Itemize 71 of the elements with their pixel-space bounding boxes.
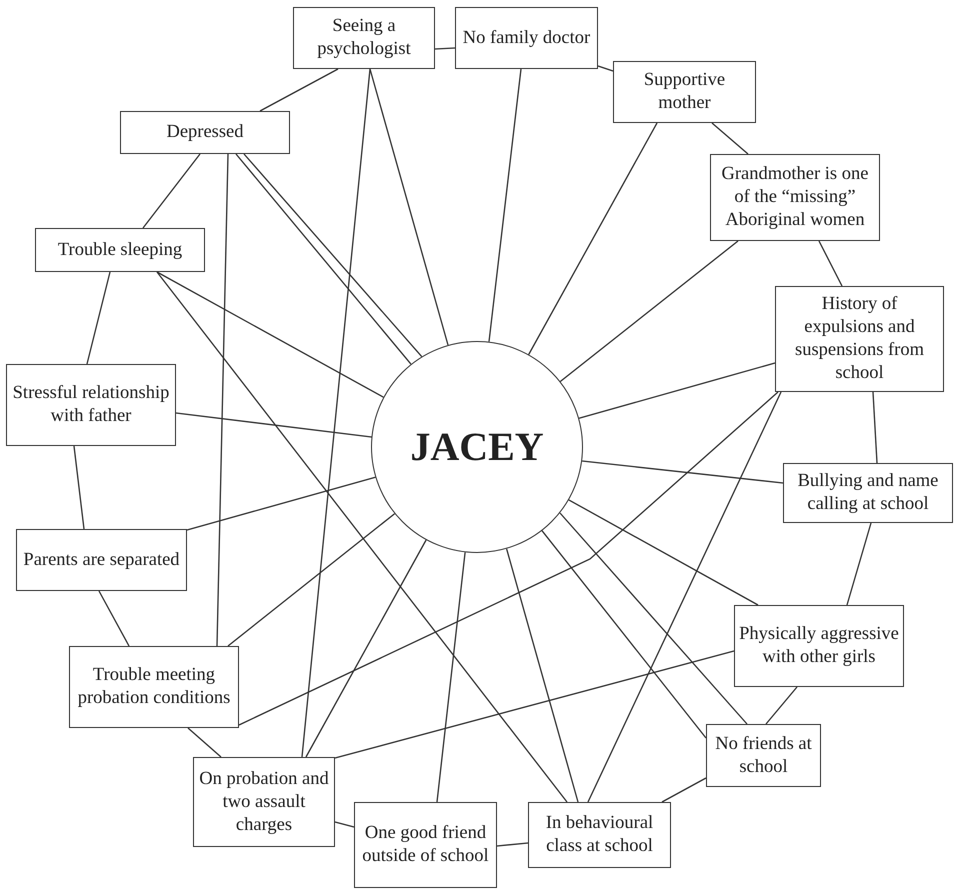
node-label: No friends at school (714, 732, 813, 778)
connector-line (506, 548, 579, 802)
connector-line (662, 777, 706, 803)
connector-line (766, 686, 798, 724)
node-label: Parents are separated (23, 548, 180, 572)
connector-line (73, 446, 85, 530)
concept-box (734, 605, 904, 687)
node-label: One good friend outside of school (361, 822, 490, 868)
connector-line (216, 154, 229, 646)
connector-line (712, 122, 748, 154)
connector-line (598, 65, 614, 72)
connector-line (488, 68, 522, 342)
connector-line (528, 122, 658, 355)
node-label: Seeing a psychologist (316, 15, 412, 61)
concept-box (16, 529, 187, 591)
node-label: No family doctor (462, 26, 590, 50)
concept-box (775, 286, 944, 392)
connector-line (818, 240, 843, 286)
connector-line (334, 821, 354, 828)
connector-line (496, 842, 528, 847)
connector-line (156, 272, 568, 802)
node-label: On probation and two assault charges (198, 768, 330, 836)
node-label: Trouble meeting probation conditions (76, 664, 232, 710)
node-label: Trouble sleeping (58, 238, 182, 262)
concept-box (706, 724, 821, 787)
connector-line (568, 499, 758, 606)
concept-box (69, 646, 239, 728)
concept-box (783, 463, 953, 523)
node-label: Grandmother is one of the “missing” Aboriginal women (720, 163, 870, 232)
node-label: In behavioural class at school (544, 812, 654, 858)
concept-box (354, 802, 497, 888)
central-label: JACEY (410, 425, 544, 469)
connector-line (582, 460, 784, 484)
connector-line (156, 271, 384, 398)
connector-line (301, 68, 371, 758)
connector-line (587, 392, 782, 802)
connector-line (872, 392, 878, 464)
connector-line (188, 728, 222, 758)
connector-line (305, 540, 427, 758)
node-label: Supportive mother (642, 69, 726, 115)
connector-line (238, 392, 778, 726)
concept-box (120, 111, 290, 154)
node-label: History of expulsions and suspensions from school (794, 293, 925, 385)
connector-line (86, 272, 111, 364)
connector-line (578, 362, 776, 419)
connector-line (846, 522, 872, 606)
concept-box (528, 802, 671, 868)
connector-line (98, 590, 130, 646)
concept-box (193, 757, 335, 847)
connector-line (542, 530, 706, 738)
concept-box (710, 154, 880, 241)
connector-line (260, 68, 338, 112)
connector-line (369, 68, 449, 346)
connector-line (436, 552, 466, 802)
node-label: Stressful relationship with father (12, 382, 170, 428)
concept-box (6, 364, 176, 446)
connector-line (434, 47, 456, 50)
concept-box (455, 7, 598, 69)
connector-line (228, 513, 395, 646)
connector-line (176, 412, 372, 438)
connector-line (186, 476, 376, 531)
node-label: Bullying and name calling at school (796, 470, 940, 516)
connector-line (560, 512, 748, 724)
concept-box (613, 61, 756, 123)
concept-box (35, 228, 205, 272)
node-label: Physically aggressive with other girls (739, 623, 899, 669)
concept-box (293, 7, 435, 69)
connector-line (142, 154, 201, 228)
connector-line (560, 240, 738, 382)
node-label: Depressed (166, 121, 244, 144)
connector-line (334, 650, 734, 759)
